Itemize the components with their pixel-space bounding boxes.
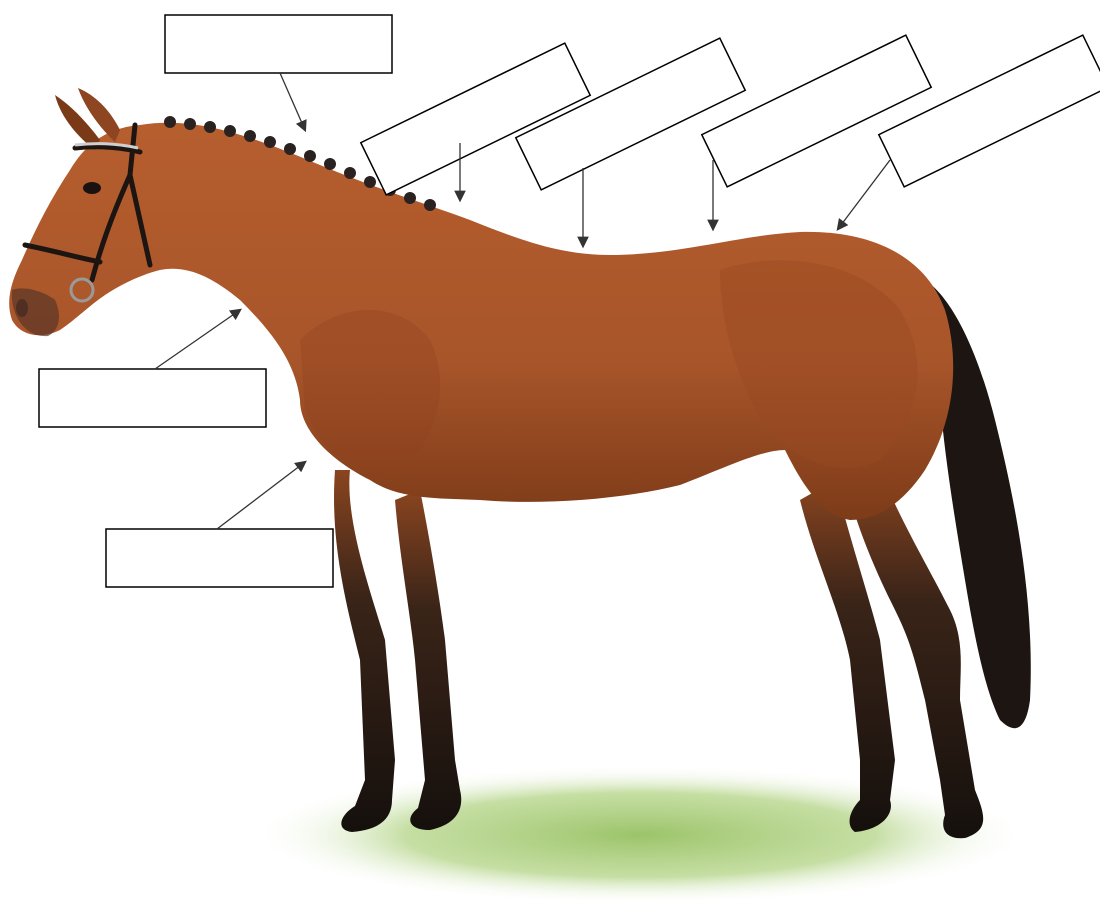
arrow-1 (280, 73, 305, 130)
eye (83, 182, 101, 194)
label-box-1[interactable] (165, 15, 392, 73)
arrow-7 (217, 462, 305, 529)
label-box-7[interactable] (106, 529, 333, 587)
label-box-6[interactable] (39, 369, 266, 427)
front-legs (334, 470, 461, 832)
arrow-5 (838, 160, 890, 229)
arrow-6 (155, 310, 240, 369)
shoulder-shading (300, 310, 440, 472)
